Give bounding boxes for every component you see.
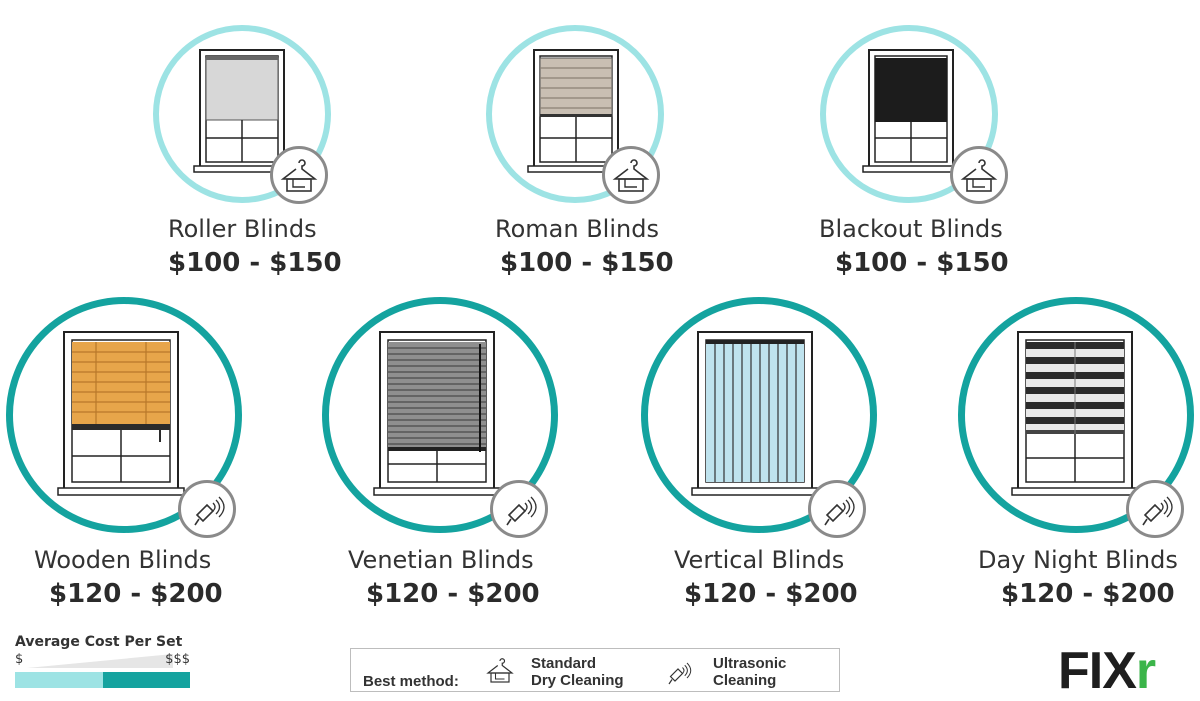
blind-price: $120 - $200 <box>49 579 223 609</box>
ultrasonic-line1: Ultrasonic <box>713 655 787 672</box>
blind-price: $100 - $150 <box>500 248 674 278</box>
roller-window-illustration <box>193 49 291 173</box>
cost-low-label: $ <box>15 652 24 667</box>
ultrasonic-icon <box>490 480 548 538</box>
method-legend: Best method: Standard Dry Cleaning Ultra… <box>350 648 840 692</box>
hanger-icon <box>486 658 514 683</box>
cost-wedge <box>27 654 173 668</box>
blind-name: Roman Blinds <box>495 215 659 243</box>
standard-line1: Standard <box>531 655 597 672</box>
venetian-window-illustration <box>373 331 501 496</box>
blind-price: $120 - $200 <box>366 579 540 609</box>
blind-price: $120 - $200 <box>1001 579 1175 609</box>
blind-price: $100 - $150 <box>168 248 342 278</box>
ultrasonic-icon <box>178 480 236 538</box>
cost-legend: Average Cost Per Set $ $$$ <box>15 634 190 688</box>
ultrasonic-line2: Cleaning <box>713 672 777 689</box>
blind-price: $120 - $200 <box>684 579 858 609</box>
blind-name: Wooden Blinds <box>34 546 212 574</box>
hanger-icon <box>270 146 328 204</box>
blind-name: Roller Blinds <box>168 215 317 243</box>
day-night-window-illustration <box>1011 331 1139 496</box>
roman-window-illustration <box>527 49 625 173</box>
standard-line2: Dry Cleaning <box>531 672 624 689</box>
hanger-icon <box>602 146 660 204</box>
ultrasonic-cleaning-label: Ultrasonic Cleaning <box>713 655 786 689</box>
cost-high-label: $$$ <box>165 652 190 667</box>
vertical-window-illustration <box>691 331 819 496</box>
logo-text: FIX <box>1058 642 1137 700</box>
blind-price: $100 - $150 <box>835 248 1009 278</box>
ultrasonic-icon <box>668 662 692 685</box>
cost-legend-scale: $ $$$ <box>15 650 190 670</box>
blind-name: Day Night Blinds <box>978 546 1178 574</box>
cost-bar-low <box>15 672 103 688</box>
cost-color-bar <box>15 672 190 688</box>
method-legend-label: Best method: <box>363 673 459 690</box>
logo-accent: r <box>1135 642 1157 700</box>
blind-name: Venetian Blinds <box>348 546 534 574</box>
wooden-window-illustration <box>57 331 185 496</box>
blind-name: Blackout Blinds <box>819 215 1003 243</box>
blackout-window-illustration <box>862 49 960 173</box>
ultrasonic-icon <box>1126 480 1184 538</box>
hanger-icon <box>950 146 1008 204</box>
standard-dry-cleaning-label: Standard Dry Cleaning <box>531 655 624 689</box>
cost-bar-high <box>103 672 190 688</box>
cost-legend-title: Average Cost Per Set <box>15 634 183 650</box>
blind-name: Vertical Blinds <box>674 546 845 574</box>
ultrasonic-icon <box>808 480 866 538</box>
